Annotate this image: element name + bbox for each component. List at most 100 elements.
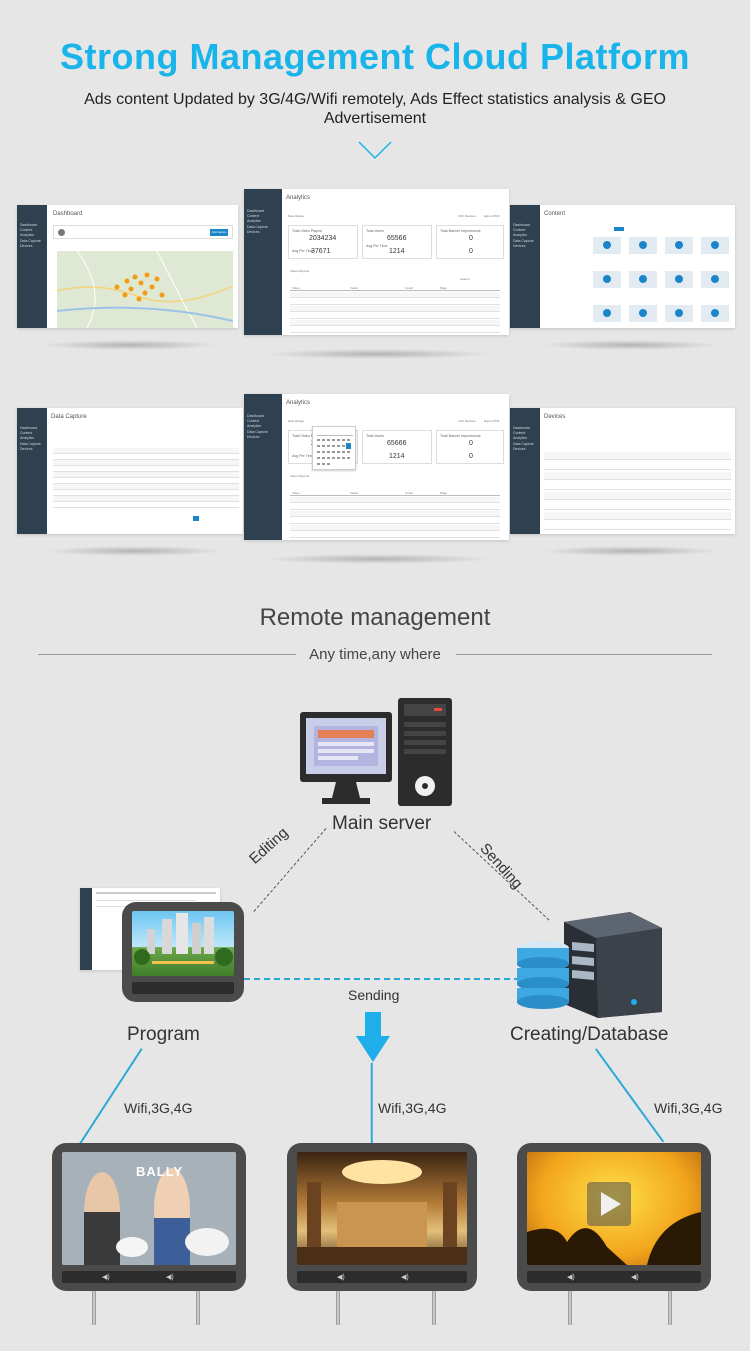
date-range-label: Date Range: [288, 419, 305, 423]
video-thumbnail[interactable]: [701, 305, 729, 322]
devices-screenshot: Dashboard Content Analytics Data Capture…: [510, 408, 735, 534]
play-icon: [601, 1192, 621, 1216]
card-label: Total Banner Impressions: [440, 229, 481, 233]
card-label: Total Users: [366, 229, 384, 233]
sidebar-item-analytics: Analytics: [20, 436, 35, 441]
table-row: [544, 452, 731, 460]
sidebar-item-devices: Devices: [513, 446, 526, 451]
sidebar-item-dashboard: Dashboard: [513, 426, 531, 430]
video-thumbnail[interactable]: [593, 271, 621, 288]
table-row: [290, 313, 500, 319]
table-row: [290, 320, 500, 326]
sidebar-item-analytics: Analytics: [513, 436, 528, 441]
table-row: [53, 454, 239, 460]
table-row: [544, 502, 731, 510]
table-row: [53, 490, 239, 496]
database-label: Creating/Database: [510, 1024, 669, 1045]
card-total-users: Total Users 65566 Avg Per Time 1214: [362, 225, 432, 259]
table-row: [544, 482, 731, 490]
sidebar-item-dashboard: Dashboard: [247, 414, 265, 418]
table-row: [290, 306, 500, 312]
sidebar-item-devices: Devices: [247, 229, 260, 234]
sidebar-item-devices: Devices: [513, 243, 526, 248]
dashboard-screenshot: Dashboard Content Analytics Data Capture…: [17, 205, 238, 328]
csv-devices-button[interactable]: CSV Devices: [458, 419, 476, 423]
video-thumbnail[interactable]: [665, 271, 693, 288]
card-label: Total Video Played: [292, 434, 322, 438]
table-row: [290, 292, 500, 298]
video-thumbnail[interactable]: [665, 305, 693, 322]
date-picker-popup[interactable]: [312, 426, 356, 470]
analytics-title: Analytics: [286, 195, 311, 201]
upload-button[interactable]: [614, 227, 624, 231]
pagination-active[interactable]: [193, 516, 199, 521]
sidebar-item-dashboard: Dashboard: [20, 426, 38, 430]
video-thumbnail[interactable]: [629, 305, 657, 322]
content-title: Content: [544, 211, 566, 217]
sending-right-label: Sending: [476, 840, 526, 893]
date-range-label: Date Range: [288, 214, 305, 218]
table-row: [544, 462, 731, 470]
server-tower-icon: [564, 912, 662, 1018]
wifi-left-label: Wifi,3G,4G: [124, 1100, 193, 1116]
sidebar-item-dashboard: Dashboard: [20, 223, 38, 227]
table-row: [544, 472, 731, 480]
add-device-button[interactable]: Add device: [210, 229, 228, 236]
sidebar-item-data-capture: Data Capture: [20, 238, 41, 243]
program-monitor: [122, 902, 244, 1002]
headrest-post: [432, 1291, 436, 1325]
table-row: [290, 497, 500, 503]
sidebar-item-dashboard: Dashboard: [513, 223, 531, 227]
table-row: [544, 522, 731, 530]
export-pdf-button[interactable]: Export PDF: [484, 214, 500, 218]
headrest-post: [336, 1291, 340, 1325]
sidebar-item-devices: Devices: [20, 243, 33, 248]
table-row: [544, 512, 731, 520]
table-row: [290, 518, 500, 524]
down-arrow-icon: [356, 1012, 390, 1062]
sidebar-item-content: Content: [20, 228, 33, 233]
table-row: [290, 327, 500, 333]
divider-left: [38, 654, 296, 655]
card-total-video-played: Total Video Played 2034234 Avg Per Time …: [288, 225, 358, 259]
sidebar-item-data-capture: Data Capture: [513, 441, 534, 446]
csv-devices-button[interactable]: CSV Devices: [458, 214, 476, 218]
headrest-monitor-left: BALLY ◀)◀): [52, 1143, 246, 1291]
card-value: 1214: [389, 453, 405, 460]
table-header: Video Views Count Page: [290, 490, 500, 496]
table-row: [53, 460, 239, 466]
table-row: [53, 496, 239, 502]
video-thumbnail[interactable]: [593, 237, 621, 254]
table-body: [290, 497, 500, 540]
analytics-screenshot: Dashboard Content Analytics Data Capture…: [244, 189, 509, 335]
connector-program-database: [244, 978, 530, 980]
card-label: Total Video Played: [292, 229, 322, 233]
video-thumbnail[interactable]: [701, 237, 729, 254]
dashboard-title: Dashboard: [53, 211, 83, 217]
table-row: [290, 532, 500, 538]
video-thumbnail[interactable]: [629, 237, 657, 254]
avatar: [58, 229, 65, 236]
sidebar-item-data-capture: Data Capture: [513, 238, 534, 243]
wifi-center-label: Wifi,3G,4G: [378, 1100, 447, 1116]
video-payouts-title: Video Payouts: [290, 474, 310, 478]
sidebar-item-data-capture: Data Capture: [20, 441, 41, 446]
headrest-post: [196, 1291, 200, 1325]
table-row: [290, 299, 500, 305]
page-title: Strong Management Cloud Platform: [59, 36, 691, 77]
sidebar-item-devices: Devices: [20, 446, 33, 451]
headrest-post: [568, 1291, 572, 1325]
export-pdf-button[interactable]: Export PDF: [484, 419, 500, 423]
video-thumbnail[interactable]: [593, 305, 621, 322]
video-thumbnail[interactable]: [665, 237, 693, 254]
connector-center: [371, 1062, 373, 1145]
sidebar-item-content: Content: [247, 419, 260, 424]
video-thumbnail[interactable]: [701, 271, 729, 288]
table-row: [53, 472, 239, 478]
video-thumbnail[interactable]: [629, 271, 657, 288]
headrest-post: [668, 1291, 672, 1325]
card-value: 0: [469, 235, 473, 242]
column-header: Video: [292, 286, 300, 290]
chevron-down-icon: [358, 141, 392, 160]
devices-title: Devices: [544, 414, 566, 420]
